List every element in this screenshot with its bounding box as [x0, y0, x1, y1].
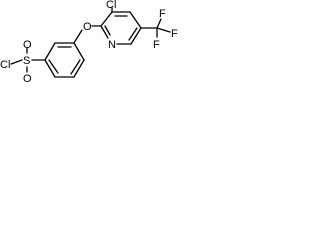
atom-sulfur: S — [23, 55, 30, 67]
benzene-bond-6 — [44, 59, 56, 78]
pyridine-bond-n-c2 — [100, 25, 109, 39]
pyridine-bond-c4-c5 — [129, 11, 142, 29]
atom-fluorine-right: F — [171, 28, 178, 40]
atom-nitrogen: N — [108, 39, 116, 51]
pyridine-bond-c5-c6 — [130, 27, 142, 45]
atom-oxygen-ether: O — [83, 21, 92, 33]
bond-c-f-right — [156, 27, 171, 33]
benzene-double-3 — [48, 59, 59, 74]
benzene-bond-4 — [73, 59, 85, 78]
benzene-bond-1 — [44, 42, 56, 61]
benzene-bond-3 — [73, 42, 85, 61]
atom-oxygen-bottom: O — [23, 73, 32, 85]
atom-cl-ring: Cl — [106, 0, 116, 11]
chemical-structure: Cl S O O O Cl N F F F — [0, 0, 178, 85]
bond-c-f-top — [156, 18, 162, 29]
atom-fluorine-bottom: F — [153, 39, 160, 51]
atom-oxygen-top: O — [23, 39, 32, 51]
bond-ring-o — [73, 29, 83, 44]
atom-fluorine-top: F — [159, 8, 166, 20]
bond-cl-s — [10, 59, 23, 65]
pyridine-bond-c2-c3 — [100, 11, 113, 27]
pyridine-double-2 — [128, 27, 138, 41]
bonds — [10, 7, 171, 78]
benzene-double-2 — [70, 59, 81, 75]
pyridine-double-3 — [104, 25, 111, 36]
atom-labels: Cl S O O O Cl N F F F — [0, 0, 178, 85]
atom-cl-sulfonyl: Cl — [0, 59, 10, 71]
